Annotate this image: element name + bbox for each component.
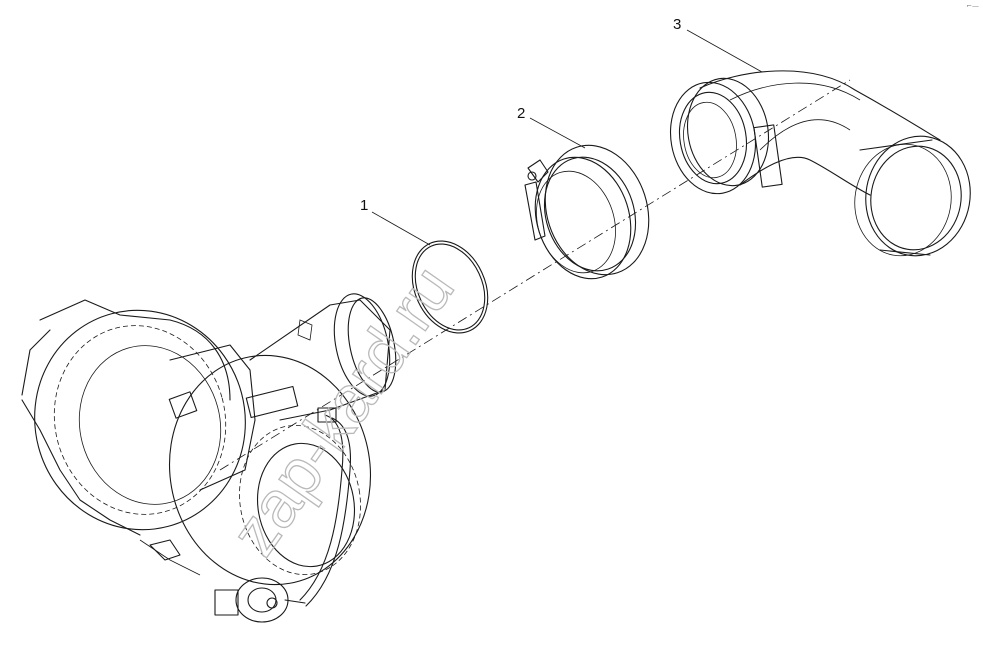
leader-line-1 (371, 211, 431, 246)
leader-line-2 (529, 117, 586, 149)
o-ring-part-1 (411, 240, 489, 334)
turbocharger-assembly (21, 293, 397, 623)
v-band-clamp-part-2 (524, 144, 650, 280)
corner-mark: ⌐— (966, 2, 979, 10)
callout-label-2: 2 (517, 105, 526, 122)
assembly-axis-line (219, 79, 851, 471)
callout-leaders (371, 29, 763, 246)
callout-label-3: 3 (673, 16, 682, 33)
leader-line-3 (686, 29, 763, 73)
elbow-pipe-part-3 (669, 70, 971, 257)
callout-label-1: 1 (360, 197, 369, 214)
